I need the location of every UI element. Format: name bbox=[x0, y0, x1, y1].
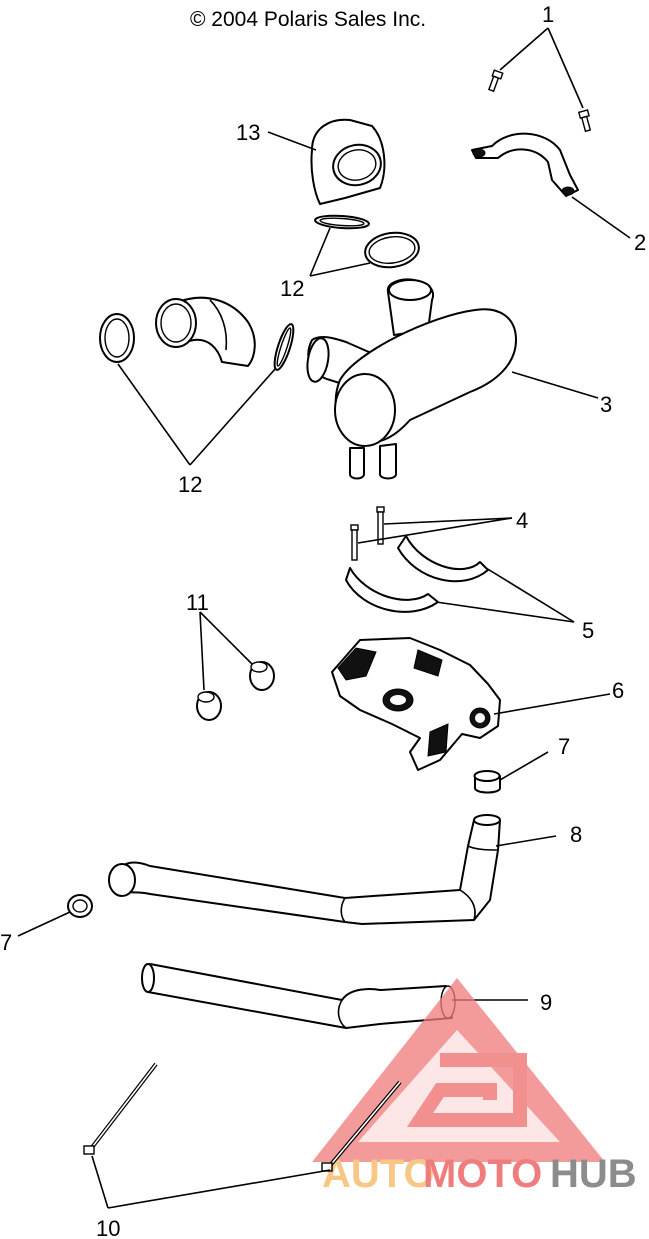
callout-3: 3 bbox=[600, 392, 612, 417]
part-2-strap bbox=[471, 132, 631, 239]
automotohub-watermark-text: AUTO MOTO HUB bbox=[322, 1152, 637, 1196]
part-1-screws bbox=[487, 27, 592, 133]
callout-11: 11 bbox=[186, 590, 209, 615]
copyright-text: © 2004 Polaris Sales Inc. bbox=[190, 8, 426, 31]
part-bend-hose bbox=[155, 296, 256, 367]
callout-7-top: 7 bbox=[558, 734, 570, 759]
part-13-elbow bbox=[267, 118, 386, 205]
watermark-text-auto: AUTO bbox=[322, 1152, 435, 1196]
part-3-muffler bbox=[306, 278, 599, 480]
callout-12-top: 12 bbox=[280, 276, 304, 301]
part-8-hose bbox=[108, 814, 557, 925]
part-7-caps bbox=[17, 751, 549, 937]
callout-9: 9 bbox=[540, 990, 552, 1015]
callout-10: 10 bbox=[96, 1216, 120, 1239]
watermark-text-hub: HUB bbox=[550, 1152, 637, 1196]
automotohub-watermark-logo bbox=[312, 978, 605, 1162]
part-12-rings-left bbox=[99, 313, 295, 466]
callout-7-left: 7 bbox=[0, 930, 12, 955]
callout-12-left: 12 bbox=[178, 472, 202, 497]
callout-1: 1 bbox=[542, 2, 554, 27]
callout-2: 2 bbox=[634, 230, 646, 255]
part-10-cable-ties bbox=[83, 1062, 402, 1209]
part-6-bracket bbox=[331, 637, 611, 771]
watermark-text-moto: MOTO bbox=[423, 1152, 542, 1196]
part-11-grommets bbox=[196, 611, 275, 721]
part-12-rings-top bbox=[309, 214, 420, 277]
callout-13: 13 bbox=[236, 120, 260, 145]
part-5-half-clamps bbox=[345, 535, 575, 623]
callout-5: 5 bbox=[582, 618, 594, 643]
callout-8: 8 bbox=[570, 822, 582, 847]
part-4-bolts bbox=[350, 506, 513, 561]
callout-4: 4 bbox=[516, 508, 528, 533]
callout-6: 6 bbox=[612, 678, 624, 703]
